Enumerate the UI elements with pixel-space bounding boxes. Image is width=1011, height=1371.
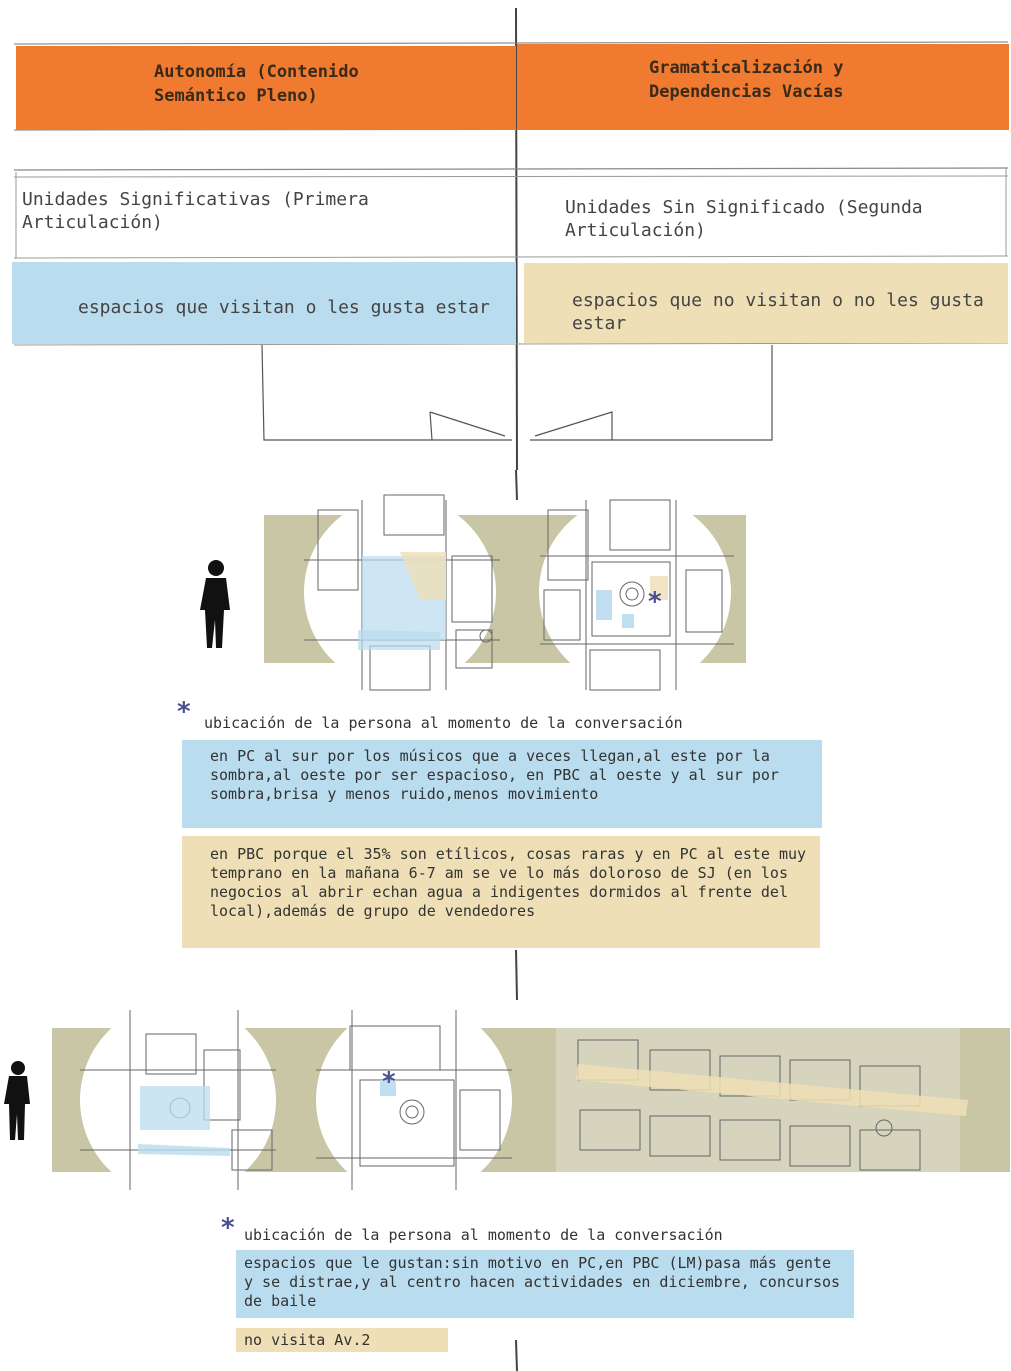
case1-dislikes-box: en PBC porque el 35% son etílicos, cosas… (182, 836, 820, 948)
visited-spaces-label: espacios que visitan o les gusta estar (78, 297, 490, 318)
visited-spaces-cell: espacios que visitan o les gusta estar (12, 262, 516, 344)
case2-likes-text: espacios que le gustan:sin motivo en PC,… (244, 1254, 841, 1310)
unit-significant-label: Unidades Significativas (Primera Articul… (22, 189, 369, 233)
case1-dislikes-text: en PBC porque el 35% son etílicos, cosas… (210, 845, 807, 920)
case1-caption: ubicación de la persona al momento de la… (204, 714, 683, 732)
header-left: Autonomía (Contenido Semántico Pleno) (16, 46, 516, 130)
person-silhouette-icon (4, 1061, 30, 1140)
asterisk-icon: * (220, 1213, 236, 1243)
header-right-label: Gramaticalización y Dependencias Vacías (649, 58, 844, 102)
case2-likes-box: espacios que le gustan:sin motivo en PC,… (236, 1250, 854, 1318)
header-right: Gramaticalización y Dependencias Vacías (517, 44, 1009, 130)
not-visited-spaces-label: espacios que no visitan o no les gusta e… (572, 290, 984, 334)
map-lens-icon (52, 1002, 1010, 1198)
case1-likes-box: en PC al sur por los músicos que a veces… (182, 740, 822, 828)
not-visited-spaces-cell: espacios que no visitan o no les gusta e… (524, 263, 1008, 343)
case1-likes-text: en PC al sur por los músicos que a veces… (210, 747, 779, 803)
case2-caption: ubicación de la persona al momento de la… (244, 1226, 723, 1244)
header-left-label: Autonomía (Contenido Semántico Pleno) (154, 62, 359, 106)
map-lens-icon (264, 494, 746, 691)
svg-text:*: * (382, 1067, 396, 1097)
case2-dislikes-text: no visita Av.2 (244, 1331, 371, 1349)
unit-nonsignificant-label: Unidades Sin Significado (Segunda Articu… (565, 197, 923, 241)
case2-dislikes-box: no visita Av.2 (236, 1328, 448, 1352)
svg-text:*: * (648, 587, 662, 617)
person-silhouette-icon (200, 560, 230, 648)
asterisk-icon: * (176, 697, 192, 727)
